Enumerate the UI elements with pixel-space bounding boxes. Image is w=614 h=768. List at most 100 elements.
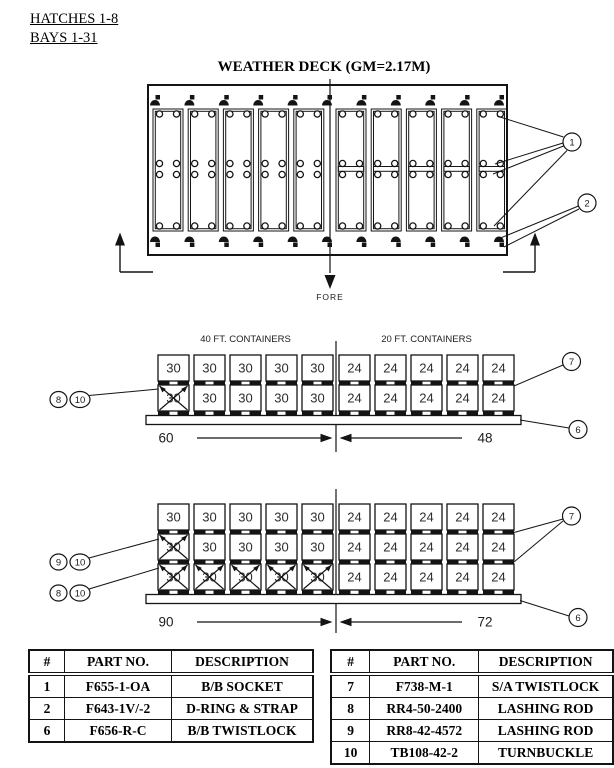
stacking-fitting [502, 411, 514, 416]
deck-socket [355, 170, 364, 179]
stacking-fitting [375, 411, 387, 416]
container-weight: 30 [274, 361, 288, 376]
parts-table-cell: 8 [330, 697, 371, 720]
leader-line [519, 419, 570, 429]
view-arrows [115, 232, 540, 273]
container-box: 24 [410, 533, 443, 565]
stacking-fitting [483, 530, 495, 535]
container-box: 30 [229, 503, 262, 535]
parts-table-cell: F643-1V/-2 [64, 697, 172, 720]
stacking-fitting [266, 530, 278, 535]
d-ring-strap-icon [150, 95, 160, 106]
leader-line [513, 520, 564, 563]
deck-socket [207, 170, 216, 179]
stacking-fitting [339, 530, 351, 535]
stacking-fitting [213, 381, 225, 386]
deck-socket [390, 110, 399, 118]
leader-line [492, 145, 564, 175]
arrowhead [231, 565, 238, 572]
deck-socket [479, 222, 488, 230]
callout-socket-number: 1 [569, 137, 574, 148]
d-ring-strap-icon [322, 95, 332, 106]
container-box: 24 [338, 503, 371, 535]
deck-socket [461, 170, 469, 179]
d-ring-strap-icon [253, 236, 264, 247]
parts-table-cell: 1 [28, 673, 65, 698]
twenty-foot-mid-rail [337, 166, 365, 172]
callout-turnbuckle-number: 10 [75, 557, 86, 568]
callout-base-balloon [568, 419, 588, 440]
d-ring-strap-icon [218, 95, 229, 106]
stacking-fitting [375, 590, 387, 595]
parts-table-cell: RR8-42-4572 [369, 719, 480, 742]
stacking-fitting [285, 381, 297, 386]
callout-lashing-number: 9 [56, 557, 61, 568]
stacking-fitting [177, 381, 189, 386]
stacking-fitting [358, 530, 370, 535]
callout-base-number: 6 [575, 613, 580, 624]
bays-label: BAYS 1-31 [30, 30, 98, 46]
stacking-fitting [430, 590, 442, 595]
deck-socket [278, 159, 286, 168]
stacking-fitting [266, 560, 278, 565]
callout-dring-number: 2 [584, 198, 589, 209]
parts-table-cell: 7 [330, 673, 371, 698]
container-weight: 30 [166, 510, 180, 525]
container-weight: 24 [419, 361, 433, 376]
stacking-fitting [483, 590, 495, 595]
deck-socket [479, 159, 488, 168]
callout-twistlock-balloon [561, 351, 582, 372]
container-weight: 30 [202, 510, 216, 525]
container-box: 24 [410, 354, 443, 386]
deck-socket [296, 222, 305, 230]
parts-table-cell: 10 [330, 741, 371, 765]
stacking-fitting [447, 411, 459, 416]
container-box: 30 [193, 533, 226, 565]
deck-socket [444, 222, 452, 230]
lashing-cross [159, 385, 188, 411]
container-box: 30 [157, 354, 190, 386]
deck-socket [444, 110, 452, 118]
arrowhead [339, 433, 352, 443]
lashing-cross [267, 564, 296, 590]
deck-socket [207, 110, 216, 118]
lashing-cross [159, 534, 188, 560]
stacking-fitting [285, 560, 297, 565]
callout-socket-balloon [562, 132, 582, 152]
arrowhead [181, 565, 188, 572]
stacking-fitting [321, 560, 333, 565]
container-box: 24 [374, 384, 407, 416]
container-weight: 24 [419, 570, 433, 585]
deck-socket [172, 222, 181, 230]
container-weight: 30 [238, 361, 252, 376]
callout-base-number: 6 [575, 425, 580, 436]
container-box: 24 [446, 354, 479, 386]
container-box: 30 [265, 503, 298, 535]
stacking-fitting [249, 560, 261, 565]
stacking-fitting [430, 560, 442, 565]
container-weight: 24 [491, 391, 505, 406]
callout-lashing-balloon [49, 553, 68, 571]
d-ring-strap-icon [150, 236, 160, 247]
deck-socket [172, 110, 181, 118]
deck-socket [409, 222, 417, 230]
d-ring-strap-icon [459, 95, 470, 106]
container-weight: 24 [347, 391, 361, 406]
stacking-fitting [302, 530, 314, 535]
parts-table-header: DESCRIPTION [171, 649, 314, 676]
arrowhead [325, 565, 332, 572]
container-weight: 30 [202, 391, 216, 406]
container-box: 30 [265, 533, 298, 565]
stacking-fitting [358, 411, 370, 416]
arrowhead [159, 535, 166, 542]
container-box: 30 [157, 503, 190, 535]
container-box: 24 [410, 384, 443, 416]
deck-socket [373, 170, 382, 179]
stacking-fitting [502, 530, 514, 535]
arrowhead [181, 535, 188, 542]
twenty-foot-label: 20 FT. CONTAINERS [381, 334, 472, 345]
